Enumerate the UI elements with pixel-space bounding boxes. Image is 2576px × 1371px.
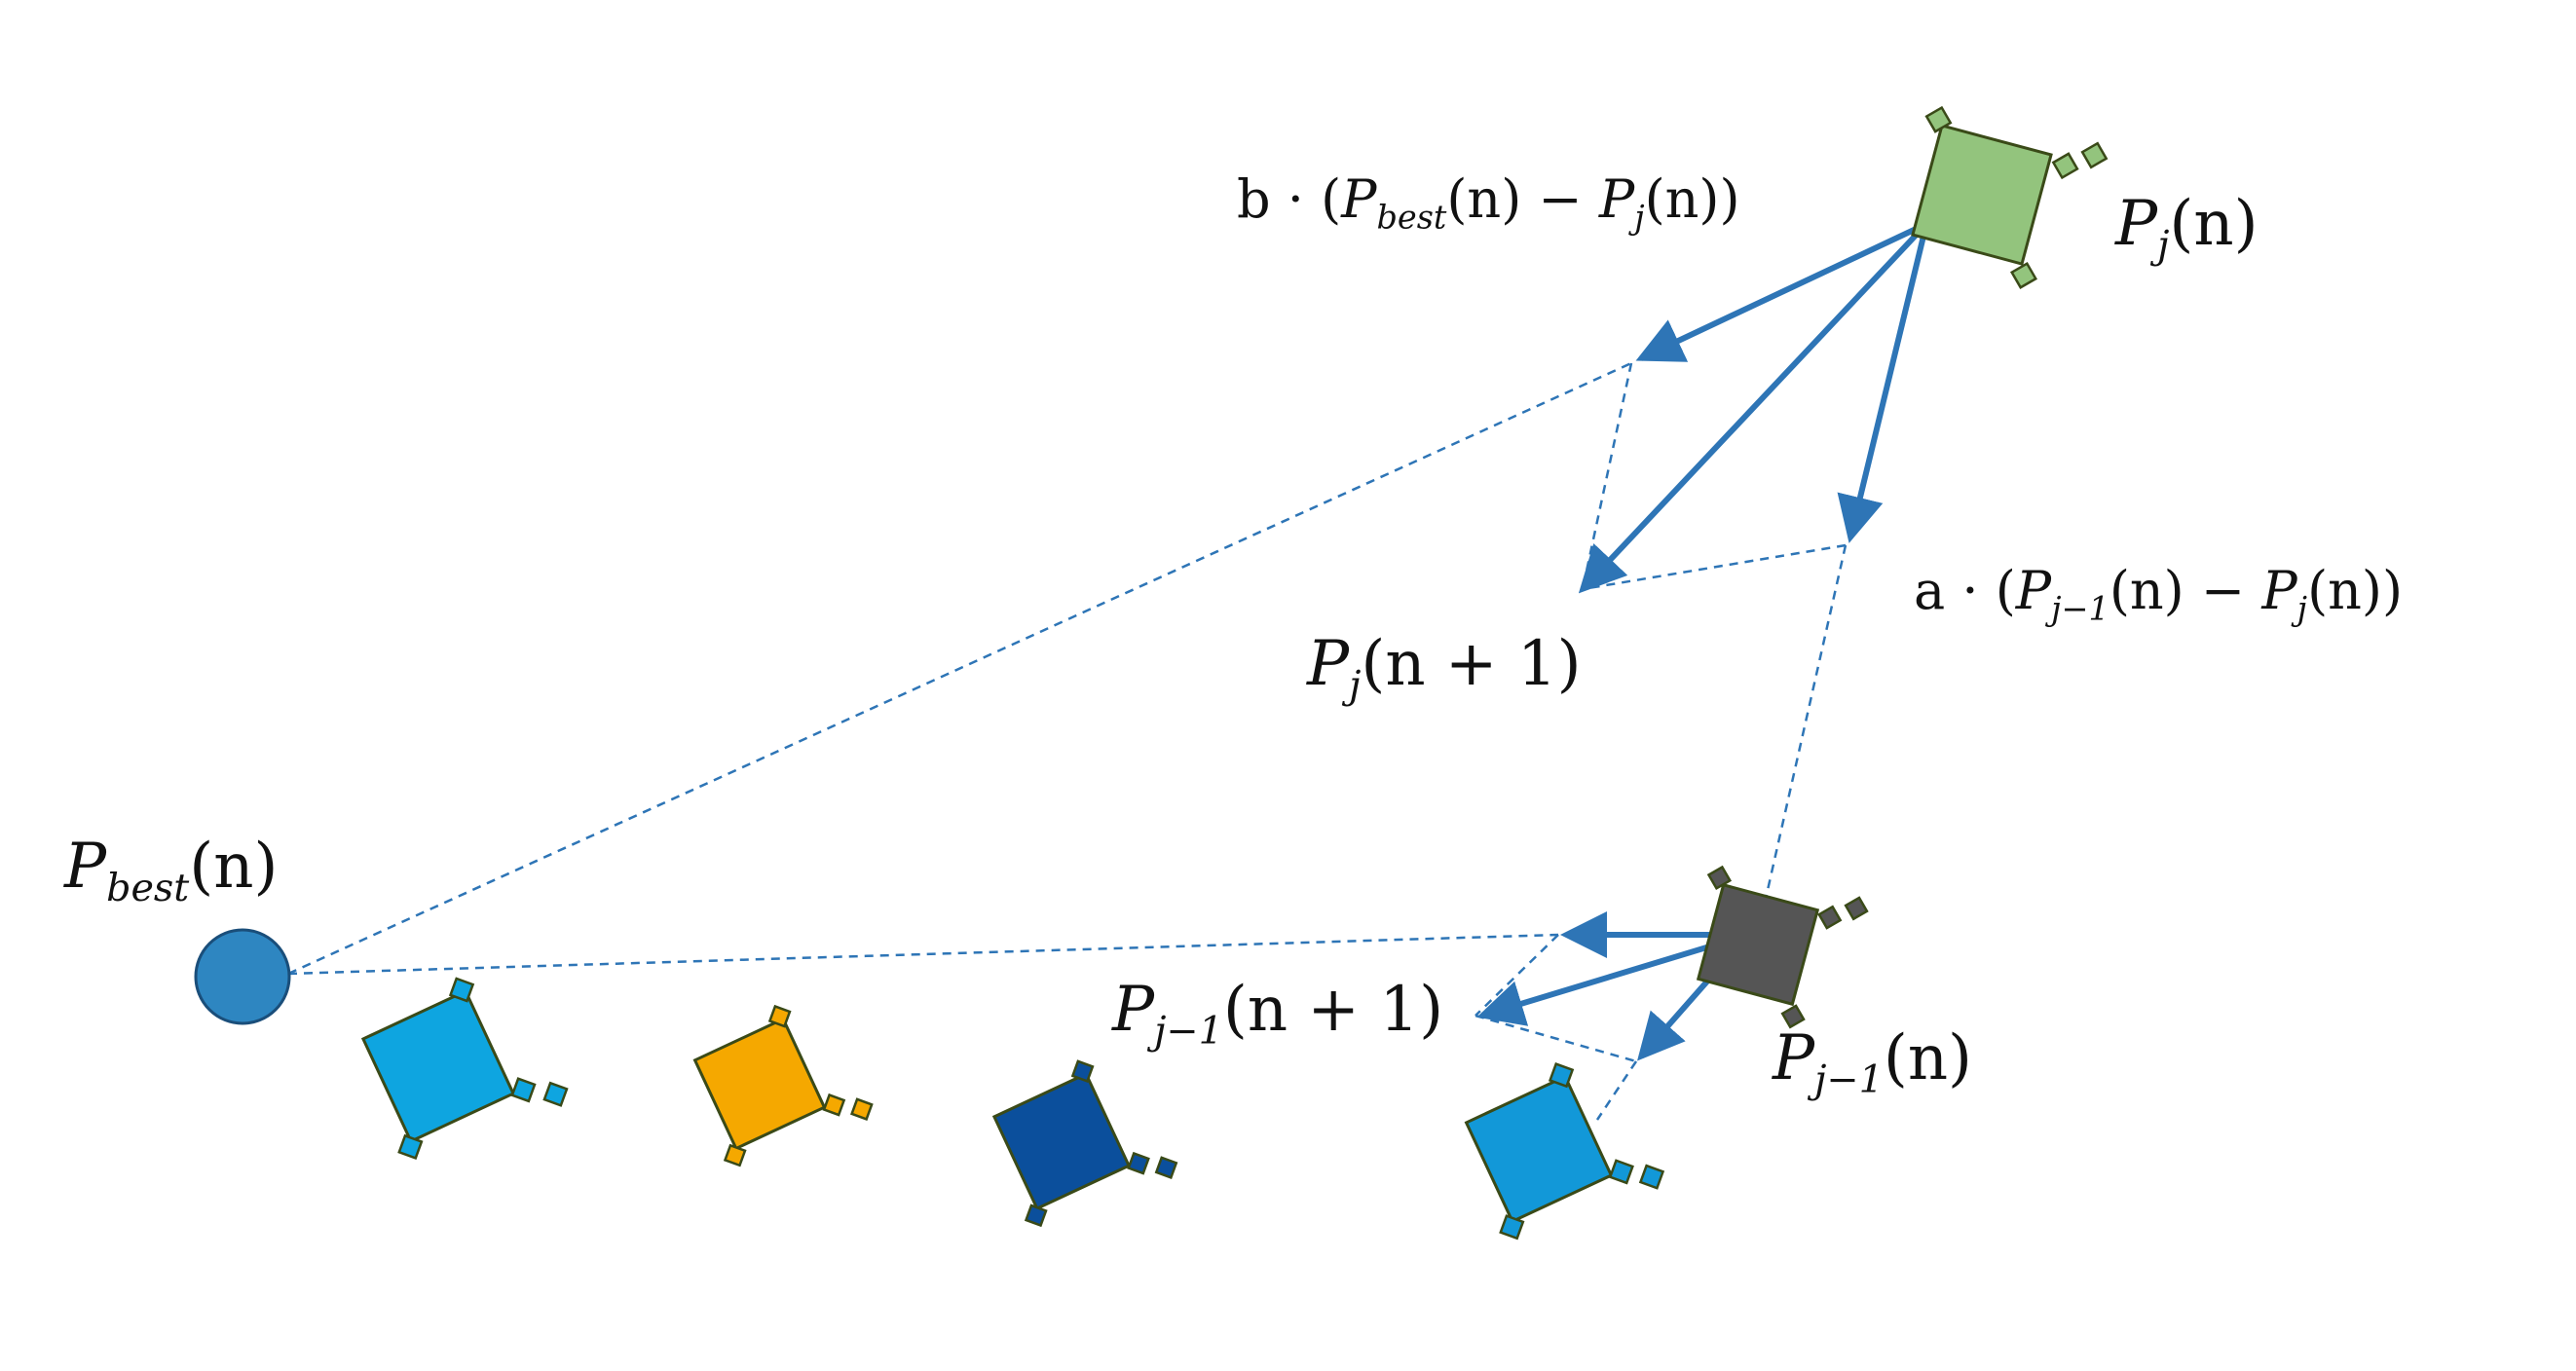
dashed-guides: [287, 361, 1848, 1121]
label-tail: (n + 1): [1222, 974, 1444, 1046]
label-base: P: [2015, 560, 2052, 621]
label-coef: a · (: [1914, 560, 2016, 621]
label-mid: (n) −: [2109, 560, 2262, 621]
label-base: P: [2261, 560, 2297, 621]
label-p-j-minus-1-n-plus-1: Pj−1(n + 1): [1112, 979, 1443, 1051]
vector-a-from-pj: [1837, 223, 1929, 543]
label-sub: j: [2296, 589, 2308, 628]
label-p-j-n: Pj(n): [2115, 193, 2259, 265]
dash-b-tip-to-next: [1581, 362, 1633, 590]
vector-resultant-pj1: [1476, 932, 1749, 1026]
label-base: P: [1307, 628, 1350, 700]
best-position-circle-icon: [194, 928, 291, 1025]
label-a-term: a · (Pj−1(n) − Pj(n)): [1914, 565, 2403, 625]
label-sub: j−1: [2051, 589, 2109, 628]
label-tail: (n)): [2307, 560, 2404, 621]
dash-best-to-b-tip: [287, 361, 1632, 976]
kite-pj1-icon: [1696, 865, 1869, 1029]
label-sub: best: [106, 865, 190, 910]
label-tail: (n + 1): [1361, 628, 1582, 700]
vector-b-from-pj: [1635, 221, 1928, 362]
label-tail: (n): [189, 831, 279, 903]
label-tail: (n): [2169, 188, 2259, 260]
label-sub: j: [1634, 198, 1645, 237]
label-sub: j−1: [1814, 1056, 1884, 1102]
label-p-j-n-plus-1: Pj(n + 1): [1307, 633, 1582, 705]
label-sub: j: [2157, 222, 2170, 268]
label-coef: b · (: [1237, 168, 1342, 230]
label-p-best-n: Pbest(n): [64, 835, 278, 908]
vector-resultant-pj: [1578, 221, 1929, 594]
label-sub: best: [1376, 198, 1447, 237]
label-mid: (n) −: [1446, 168, 1599, 230]
label-p-j-minus-1-n: Pj−1(n): [1773, 1027, 1972, 1099]
label-tail: (n)): [1644, 168, 1740, 230]
label-base: P: [1773, 1022, 1815, 1094]
dash-prev-a-tip-to-kite: [1595, 1060, 1638, 1121]
kite-pj-icon: [1911, 105, 2109, 289]
kite-orange-icon: [692, 1004, 874, 1167]
label-sub: j−1: [1154, 1008, 1223, 1054]
dash-prev-next-to-a-tip: [1475, 1014, 1637, 1063]
label-tail: (n): [1883, 1022, 1973, 1094]
kite-mid-blue-icon: [1464, 1061, 1665, 1241]
dash-a-tip-to-next: [1582, 543, 1847, 591]
vectors: [1476, 221, 1929, 1061]
label-base: P: [2115, 188, 2158, 260]
label-base: P: [1598, 168, 1635, 230]
label-b-term: b · (Pbest(n) − Pj(n)): [1237, 173, 1740, 234]
label-base: P: [1112, 974, 1155, 1046]
dash-best-to-prev-b-tip: [287, 933, 1559, 976]
dash-a-tip-to-prev-kite: [1759, 544, 1848, 921]
kite-navy-icon: [991, 1059, 1178, 1228]
kite-light-blue-icon: [360, 977, 569, 1161]
label-base: P: [64, 831, 107, 903]
label-sub: j: [1349, 662, 1362, 708]
label-base: P: [1341, 168, 1377, 230]
